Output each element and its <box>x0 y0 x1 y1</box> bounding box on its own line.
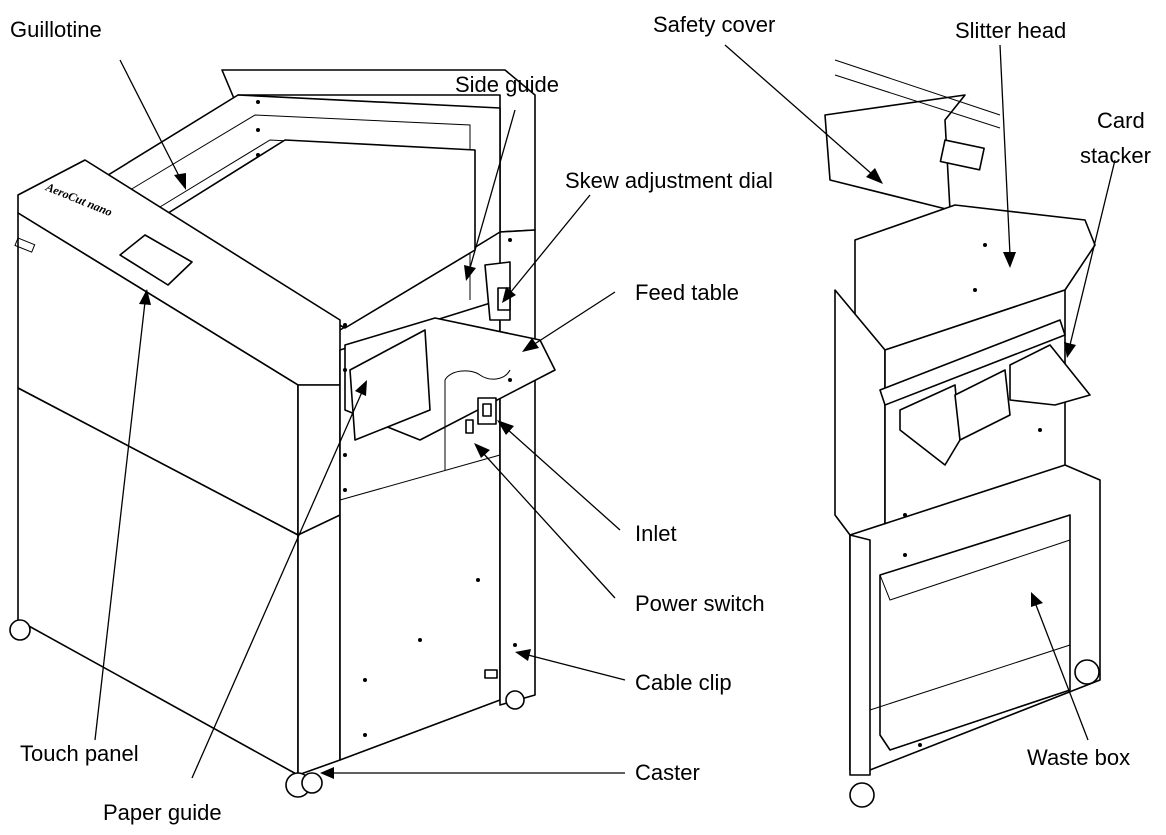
label-skew-adjustment-dial: Skew adjustment dial <box>565 168 773 193</box>
label-paper-guide: Paper guide <box>103 800 222 825</box>
right-machine <box>824 59 1101 808</box>
label-slitter-head: Slitter head <box>955 18 1066 43</box>
left-machine: AeroCut nano <box>9 69 556 798</box>
label-caster: Caster <box>635 760 700 785</box>
label-side-guide: Side guide <box>455 72 559 97</box>
label-inlet: Inlet <box>635 521 677 546</box>
label-card-stacker-line2: stacker <box>1080 143 1151 168</box>
labels: Guillotine Safety cover Slitter head Sid… <box>10 12 1151 825</box>
label-safety-cover: Safety cover <box>653 12 775 37</box>
label-power-switch: Power switch <box>635 591 765 616</box>
label-waste-box: Waste box <box>1027 745 1130 770</box>
label-guillotine: Guillotine <box>10 17 102 42</box>
label-cable-clip: Cable clip <box>635 670 732 695</box>
label-card-stacker-line1: Card <box>1097 108 1145 133</box>
callout-lines <box>94 44 1116 779</box>
touch-panel-screen <box>119 234 193 286</box>
label-touch-panel: Touch panel <box>20 741 139 766</box>
label-feed-table: Feed table <box>635 280 739 305</box>
